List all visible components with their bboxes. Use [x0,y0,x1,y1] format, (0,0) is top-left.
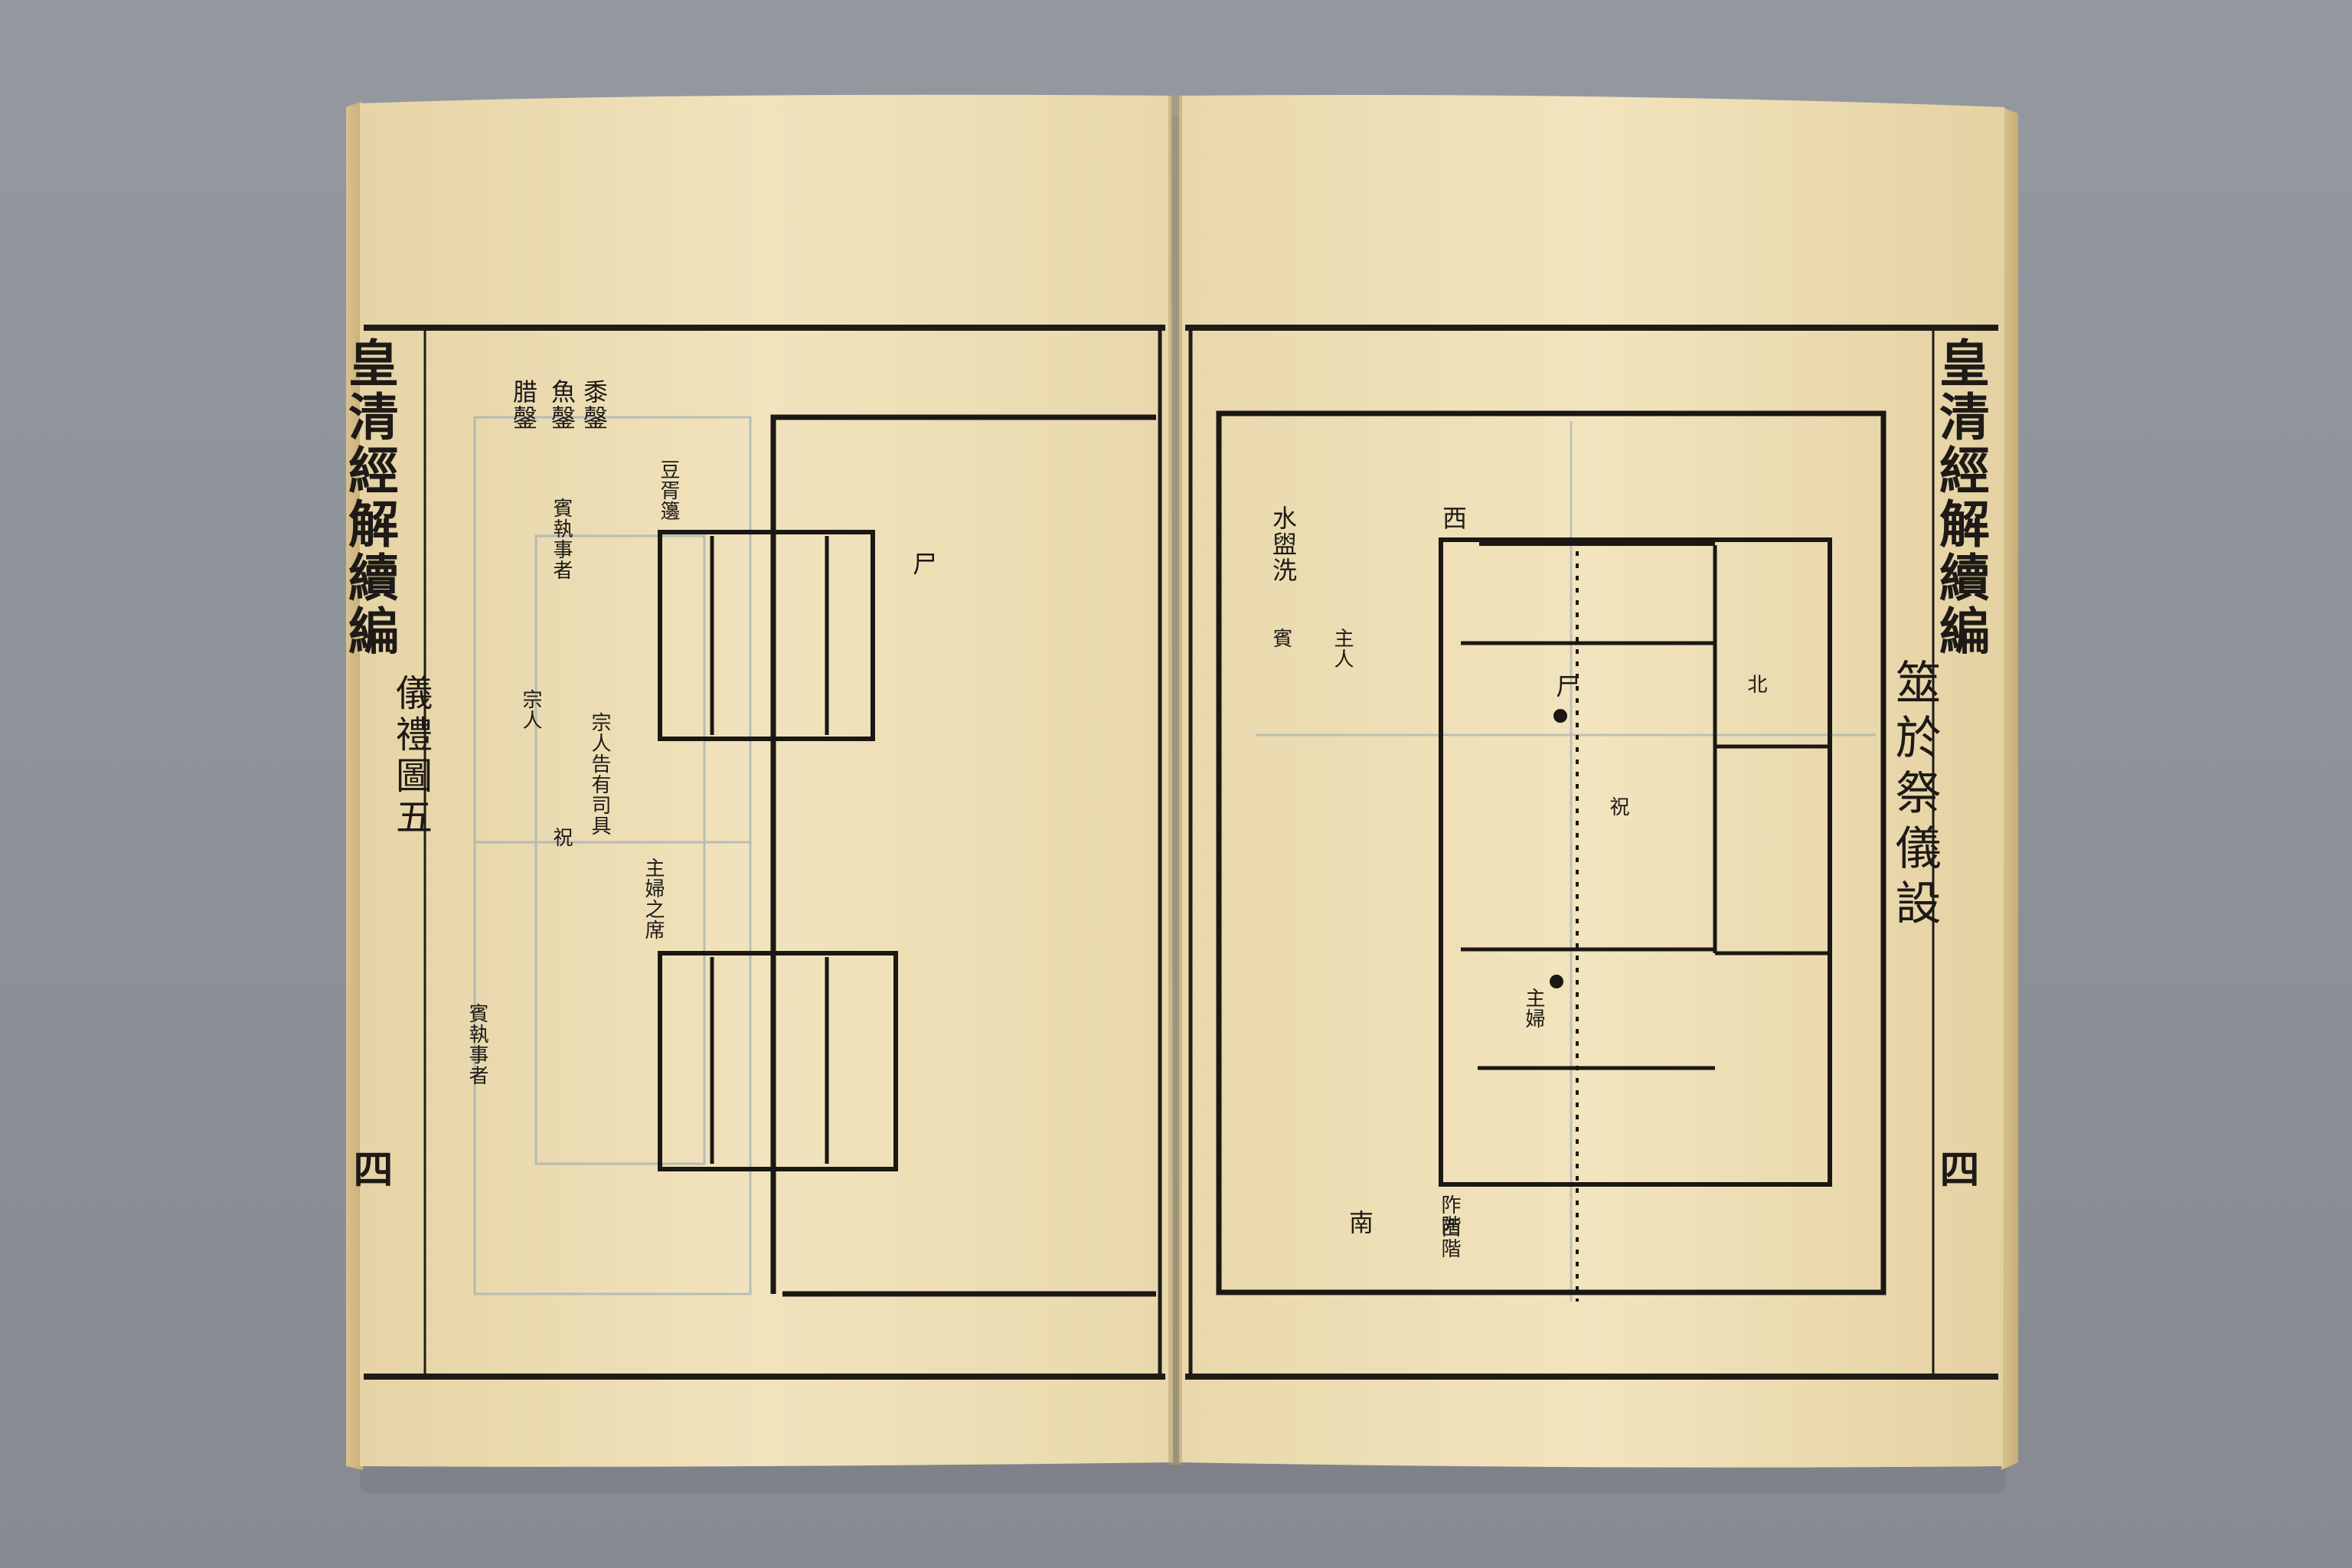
right-label-8: 阼階 [1438,1194,1461,1236]
right-page-edges [2001,107,2018,1470]
right-page-folio: 四 [1932,1148,1979,1188]
right-label-3: 賓 [1269,628,1292,648]
left-page-frame [364,325,1165,1380]
left-page [360,94,1173,1467]
right-bleedthrough [1256,421,1876,1302]
left-page-edges [346,101,363,1470]
right-label-4: 西 [1439,505,1468,531]
left-page-folio: 四 [346,1148,393,1188]
right-label-1: 水盥洗 [1269,505,1298,583]
left-page-title: 皇清經解續編 [340,337,400,658]
left-label-11: 尸 [909,551,938,577]
right-label-7: 主婦 [1522,988,1545,1029]
left-bleedthrough [473,416,752,1295]
left-label-9: 主婦之席 [642,858,665,940]
right-label-6: 祝 [1606,796,1629,817]
right-label-2: 主人 [1331,628,1354,669]
left-label-6: 宗人 [519,689,542,730]
right-page-subtitle: 筮於祭儀設 [1887,658,1941,934]
right-page-title: 皇清經解續編 [1931,337,1991,658]
left-label-7: 宗人告有司具 [588,712,611,836]
right-page-diagram [1216,410,1886,1302]
left-label-5: 賓執事者 [550,498,573,580]
gutter [1168,96,1182,1465]
right-label-5: 北 [1744,674,1767,694]
left-label-2: 魚鏧 [547,379,577,431]
right-page [1179,95,2004,1468]
right-label-10: 尸 [1552,674,1581,700]
right-page-frame [1185,325,1998,1380]
left-page-subtitle: 儀禮圖五 [389,674,432,839]
left-label-3: 腊鏧 [509,379,538,431]
left-label-4: 豆胥籩 [657,459,680,521]
right-label-11: 南 [1345,1210,1374,1236]
left-label-10: 賓執事者 [466,1003,488,1086]
right-label-9: 西階 [1438,1217,1461,1259]
left-label-1: 黍鏧 [580,379,609,431]
left-page-diagram [658,414,1156,1297]
left-label-8: 祝 [550,827,573,848]
